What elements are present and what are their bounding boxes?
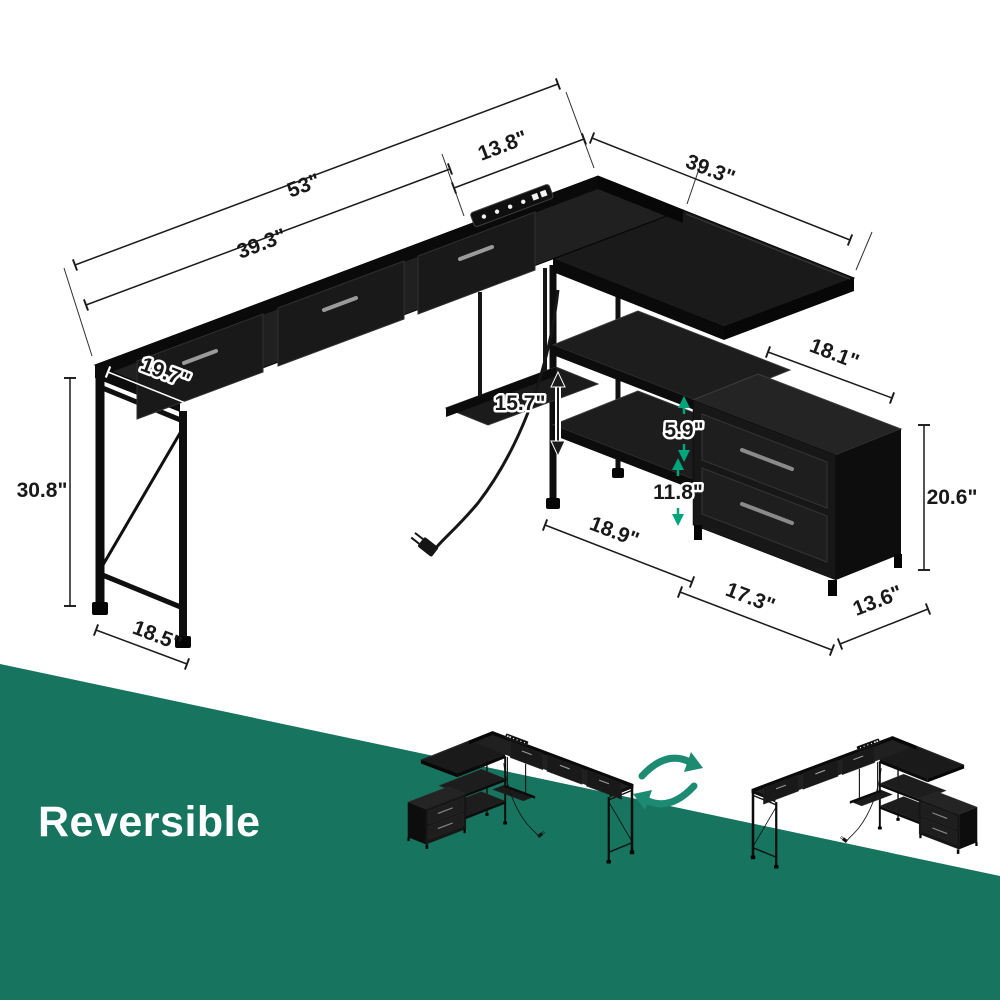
dim-foot-depth: 18.5" [93,616,190,670]
dim-cabinet-depth: 13.6" [836,581,932,650]
dim-shelf-length: 18.9" [541,512,696,588]
dim-label-desk-height: 30.8" [17,479,68,502]
dim-cabinet-height: 20.6" [918,424,978,571]
dim-label-cabinet-depth: 13.6" [850,581,906,621]
dim-label-tray-clearance: 15.7" [495,392,546,415]
dim-label-right-length: 39.3" [682,150,738,190]
dim-cabinet-width: 17.3" [676,578,836,656]
dim-label-foot-depth: 18.5" [129,616,185,656]
dim-label-cabinet-top-depth: 18.1" [806,334,862,374]
dim-label-shelf-gap-small: 5.9" [664,419,703,442]
dim-label-cabinet-height: 20.6" [927,486,978,509]
dim-tray-clearance: 15.7" [492,370,566,458]
dim-label-shelf-length: 18.9" [586,512,642,552]
swap-arrows-icon [633,752,703,810]
teal-banner [0,664,1000,1000]
dim-label-corner-width: 13.8" [475,126,531,165]
dim-shelf-gap-small: 5.9" [662,396,706,462]
dim-shelf-gap-large: 11.8" [651,458,705,526]
dim-corner-width: 13.8" [450,126,588,194]
reversible-label: Reversible [38,798,261,846]
dim-desk-height: 30.8" [17,377,76,607]
dim-label-left-length: 39.3" [234,224,290,263]
dim-label-shelf-gap-large: 11.8" [653,481,703,504]
